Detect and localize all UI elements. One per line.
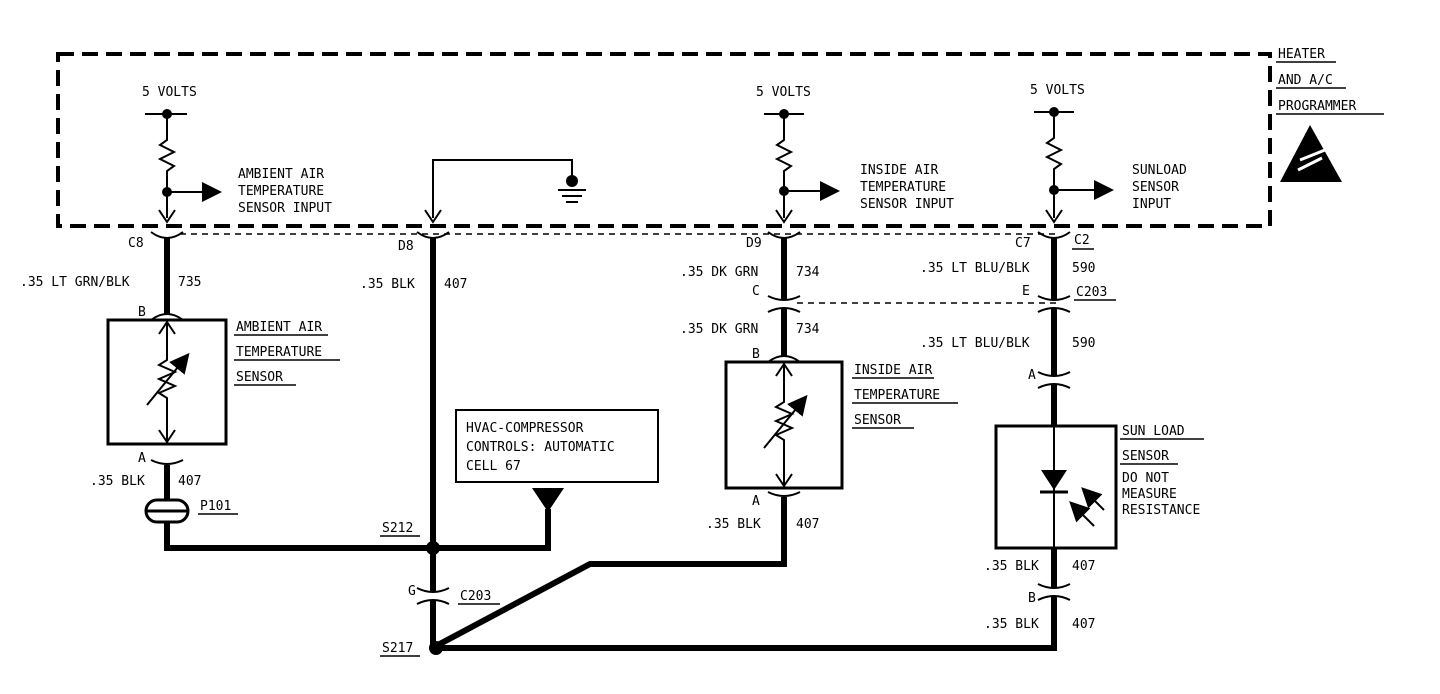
esd-warning-icon bbox=[1280, 125, 1342, 182]
ambient-air-temperature-sensor: AMBIENT AIR TEMPERATURE SENSOR bbox=[106, 318, 340, 446]
ambient-input-l1: AMBIENT AIR bbox=[238, 167, 324, 182]
reference-arrow-icon bbox=[532, 488, 564, 512]
sun-note-3: RESISTANCE bbox=[1122, 503, 1200, 518]
reference-line-1: HVAC-COMPRESSOR bbox=[466, 421, 584, 436]
pin-c203-top: C203 bbox=[1076, 285, 1107, 300]
pin-a-sun: A bbox=[1028, 368, 1036, 383]
ambient-sensor-label-2: TEMPERATURE bbox=[236, 345, 322, 360]
programmer-label-2: AND A/C bbox=[1278, 73, 1333, 88]
wire-gauge-735: .35 LT GRN/BLK bbox=[20, 275, 130, 290]
wire-circuit-407-ambient: 407 bbox=[178, 474, 201, 489]
pin-a-ambient: A bbox=[138, 451, 146, 466]
pin-b-inside: B bbox=[752, 347, 760, 362]
wire-circuit-590-lower: 590 bbox=[1072, 336, 1095, 351]
wire-circuit-734-lower: 734 bbox=[796, 322, 820, 337]
ambient-input-l3: SENSOR INPUT bbox=[238, 201, 332, 216]
splice-s212-dot bbox=[426, 541, 440, 555]
splice-s217-dot bbox=[429, 641, 443, 655]
sun-load-sensor: SUN LOAD SENSOR DO NOT MEASURE RESISTANC… bbox=[994, 424, 1204, 550]
wires bbox=[164, 237, 1057, 651]
pin-b-sun: B bbox=[1028, 591, 1036, 606]
programmer-label-3: PROGRAMMER bbox=[1278, 99, 1356, 114]
wire-circuit-407-inside: 407 bbox=[796, 517, 819, 532]
sun-sensor-label-2: SENSOR bbox=[1122, 449, 1169, 464]
pin-c203-bottom: C203 bbox=[460, 589, 491, 604]
wire-gauge-407-d8: .35 BLK bbox=[360, 277, 415, 292]
reference-line-2: CONTROLS: AUTOMATIC bbox=[466, 440, 615, 455]
wire-gauge-734-upper: .35 DK GRN bbox=[680, 265, 758, 280]
splice-s212: S212 bbox=[382, 521, 413, 536]
inside-sensor-label-3: SENSOR bbox=[854, 413, 901, 428]
wire-gauge-590-upper: .35 LT BLU/BLK bbox=[920, 261, 1030, 276]
inside-input-l2: TEMPERATURE bbox=[860, 180, 946, 195]
pin-c7: C7 bbox=[1015, 236, 1031, 251]
wire-gauge-407-sun: .35 BLK bbox=[984, 559, 1039, 574]
inside-input-l1: INSIDE AIR bbox=[860, 163, 938, 178]
p101-label: P101 bbox=[200, 499, 231, 514]
pin-e: E bbox=[1022, 284, 1030, 299]
photodiode-icon bbox=[1041, 470, 1067, 490]
ambient-sensor-label-3: SENSOR bbox=[236, 370, 283, 385]
reference-line-3: CELL 67 bbox=[466, 459, 521, 474]
wire-circuit-735: 735 bbox=[178, 275, 201, 290]
inside-air-temperature-sensor: INSIDE AIR TEMPERATURE SENSOR bbox=[724, 360, 958, 490]
ambient-supply: 5 VOLTS AMBIENT AIR TEMPERATURE SENSOR I… bbox=[142, 85, 332, 224]
wire-gauge-407-ground: .35 BLK bbox=[984, 617, 1039, 632]
sun-sensor-label-1: SUN LOAD bbox=[1122, 424, 1185, 439]
ambient-input-l2: TEMPERATURE bbox=[238, 184, 324, 199]
wire-circuit-407-ground: 407 bbox=[1072, 617, 1095, 632]
sun-input-l2: SENSOR bbox=[1132, 180, 1179, 195]
pin-d9: D9 bbox=[746, 236, 762, 251]
wire-gauge-734-lower: .35 DK GRN bbox=[680, 322, 758, 337]
p101-connector: P101 bbox=[144, 498, 238, 524]
sunload-5-volts: 5 VOLTS bbox=[1030, 83, 1085, 98]
ambient-5-volts: 5 VOLTS bbox=[142, 85, 197, 100]
programmer-label-1: HEATER bbox=[1278, 47, 1325, 62]
sun-input-l3: INPUT bbox=[1132, 197, 1171, 212]
inside-supply: 5 VOLTS INSIDE AIR TEMPERATURE SENSOR IN… bbox=[756, 85, 954, 224]
wire-circuit-590-upper: 590 bbox=[1072, 261, 1095, 276]
sun-note-2: MEASURE bbox=[1122, 487, 1177, 502]
pin-g: G bbox=[408, 584, 416, 599]
wire-gauge-590-lower: .35 LT BLU/BLK bbox=[920, 336, 1030, 351]
pin-c: C bbox=[752, 284, 760, 299]
inside-sensor-label-2: TEMPERATURE bbox=[854, 388, 940, 403]
wire-circuit-407-d8: 407 bbox=[444, 277, 467, 292]
inside-sensor-label-1: INSIDE AIR bbox=[854, 363, 932, 378]
sun-note-1: DO NOT bbox=[1122, 471, 1169, 486]
wire-gauge-407-ambient: .35 BLK bbox=[90, 474, 145, 489]
programmer-module: HEATER AND A/C PROGRAMMER bbox=[56, 47, 1384, 228]
inside-5-volts: 5 VOLTS bbox=[756, 85, 811, 100]
sun-input-l1: SUNLOAD bbox=[1132, 163, 1187, 178]
sunload-supply: 5 VOLTS SUNLOAD SENSOR INPUT bbox=[1030, 83, 1187, 224]
pin-b-ambient: B bbox=[138, 305, 146, 320]
pin-a-inside: A bbox=[752, 494, 760, 509]
pin-c2: C2 bbox=[1074, 233, 1090, 248]
pin-c8: C8 bbox=[128, 236, 144, 251]
wire-circuit-734-upper: 734 bbox=[796, 265, 820, 280]
wire-labels: .35 LT GRN/BLK 735 .35 BLK 407 .35 DK GR… bbox=[20, 261, 1095, 632]
splice-s217: S217 bbox=[382, 641, 413, 656]
programmer-ground bbox=[424, 159, 586, 224]
ambient-sensor-label-1: AMBIENT AIR bbox=[236, 320, 322, 335]
hvac-compressor-reference: HVAC-COMPRESSOR CONTROLS: AUTOMATIC CELL… bbox=[455, 409, 659, 512]
pin-d8: D8 bbox=[398, 239, 414, 254]
wire-gauge-407-inside: .35 BLK bbox=[706, 517, 761, 532]
wire-circuit-407-sun: 407 bbox=[1072, 559, 1095, 574]
inside-input-l3: SENSOR INPUT bbox=[860, 197, 954, 212]
connector-cups bbox=[150, 231, 1071, 605]
